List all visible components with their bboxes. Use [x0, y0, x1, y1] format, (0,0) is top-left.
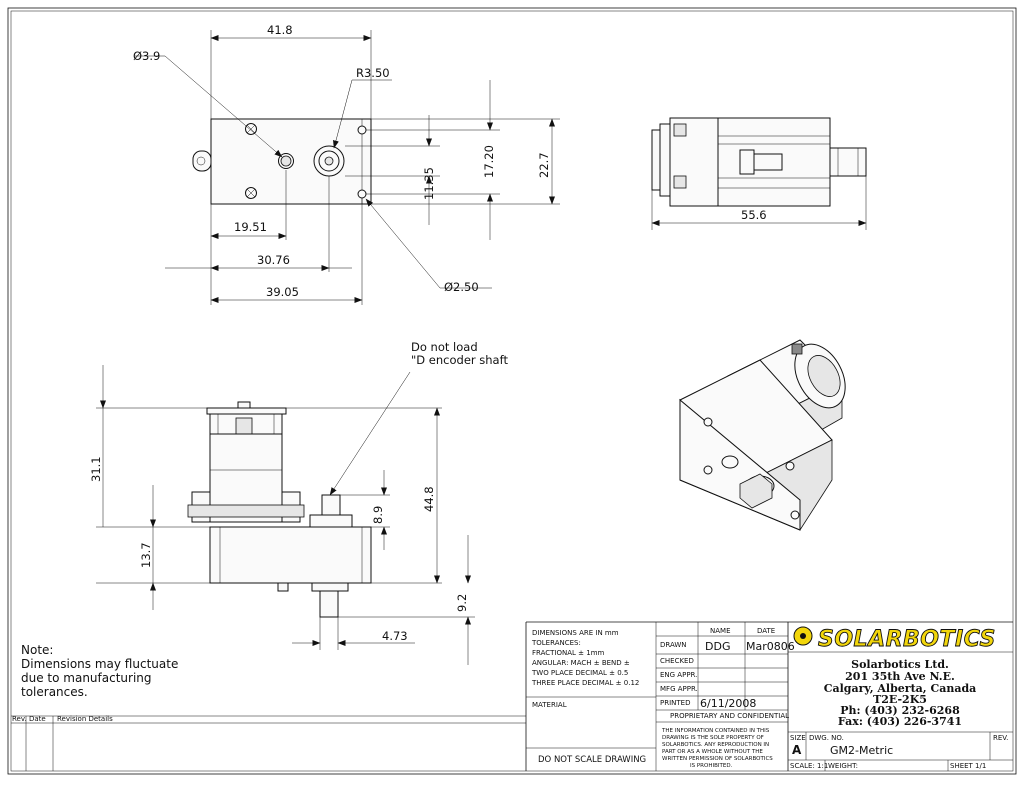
front-view	[187, 401, 372, 618]
top-view	[192, 118, 372, 205]
tol-2: TOLERANCES:	[531, 639, 581, 647]
isometric-view	[679, 339, 846, 531]
dim-44-8: 44.8	[422, 486, 436, 512]
tol-5: TWO PLACE DECIMAL ± 0.5	[531, 669, 628, 677]
drawn-label: DRAWN	[660, 641, 687, 649]
dim-9-2: 9.2	[455, 594, 469, 612]
tol-6: THREE PLACE DECIMAL ± 0.12	[531, 679, 639, 687]
solarbotics-logo: SOLARBOTICS	[793, 626, 996, 652]
dim-8-9: 8.9	[371, 506, 385, 524]
tol-4: ANGULAR: MACH ± BEND ±	[532, 659, 630, 667]
dim-13-7: 13.7	[139, 542, 153, 568]
rev-header: Rev.	[12, 715, 27, 723]
note-line-2: Dimensions may fluctuate	[21, 657, 178, 671]
dim-41-8: 41.8	[267, 23, 293, 37]
dim-30-76: 30.76	[257, 253, 290, 267]
dwg-no-label: DWG. NO.	[809, 734, 844, 742]
proprietary-label: PROPRIETARY AND CONFIDENTIAL	[670, 712, 789, 720]
front-view-dimensions: 31.1 13.7 8.9 44.8 9.2 4.73 Do not load …	[89, 340, 508, 665]
no-scale-label: DO NOT SCALE DRAWING	[538, 755, 646, 765]
legal-6: IS PROHIBITED.	[690, 763, 733, 769]
company-address: 201 35th Ave N.E.	[845, 670, 955, 683]
dim-small-hole: Ø2.50	[444, 280, 479, 294]
mfg-appr-label: MFG APPR.	[660, 685, 698, 693]
dim-11-35: 11.35	[422, 167, 436, 200]
scale-label: SCALE: 1:1	[790, 762, 828, 770]
side-view-dimensions: 55.6	[651, 176, 867, 230]
company-postal: T2E-2K5	[873, 693, 927, 706]
company-name: Solarbotics Ltd.	[851, 658, 949, 671]
legal-3: SOLARBOTICS. ANY REPRODUCTION IN	[662, 742, 769, 748]
eng-appr-label: ENG APPR.	[660, 671, 697, 679]
callout-line-1: Do not load	[411, 340, 478, 354]
tol-3: FRACTIONAL ± 1mm	[532, 649, 605, 657]
company-phone: Ph: (403) 232-6268	[840, 704, 960, 717]
date-col-header: DATE	[757, 627, 775, 635]
rev-label: REV.	[993, 734, 1008, 742]
title-block: DIMENSIONS ARE IN mm TOLERANCES: FRACTIO…	[525, 621, 1013, 771]
printed-date: 6/11/2008	[700, 697, 756, 710]
legal-1: THE INFORMATION CONTAINED IN THIS	[661, 728, 770, 734]
date-header: Date	[29, 715, 46, 723]
company-fax: Fax: (403) 226-3741	[838, 715, 962, 728]
note-line-1: Note:	[21, 643, 53, 657]
tol-1: DIMENSIONS ARE IN mm	[532, 629, 619, 637]
size-label: SIZE	[790, 734, 806, 742]
logo-text: SOLARBOTICS	[818, 627, 996, 652]
note-line-3: due to manufacturing	[21, 671, 152, 685]
top-view-dimensions: 41.8 Ø3.9 R3.50 19.51 30.76 39.05 Ø2.50 …	[133, 23, 560, 305]
drawn-date: Mar0806	[746, 640, 795, 653]
dim-hole-dia: Ø3.9	[133, 49, 160, 63]
company-city: Calgary, Alberta, Canada	[824, 682, 977, 695]
size-value: A	[792, 743, 802, 757]
name-header: NAME	[710, 627, 731, 635]
printed-label: PRINTED	[660, 699, 690, 707]
note: Note: Dimensions may fluctuate due to ma…	[21, 643, 178, 699]
dim-17-20: 17.20	[482, 145, 496, 178]
dim-radius: R3.50	[356, 66, 390, 80]
note-line-4: tolerances.	[21, 685, 88, 699]
dim-19-51: 19.51	[234, 220, 267, 234]
legal-5: WRITTEN PERMISSION OF SOLARBOTICS	[662, 756, 773, 762]
legal-4: PART OR AS A WHOLE WITHOUT THE	[662, 749, 763, 755]
dim-4-73: 4.73	[382, 629, 408, 643]
dwg-no-value: GM2-Metric	[830, 744, 893, 757]
dim-22-7: 22.7	[537, 152, 551, 178]
weight-label: WEIGHT:	[828, 762, 858, 770]
legal-2: DRAWING IS THE SOLE PROPERTY OF	[662, 735, 764, 741]
outer-border	[7, 7, 1017, 775]
side-view	[651, 117, 867, 207]
inner-border	[10, 10, 1014, 772]
details-header: Revision Details	[57, 715, 113, 723]
drawn-name: DDG	[705, 640, 730, 653]
revision-table: Rev. Date Revision Details	[11, 715, 526, 771]
dim-55-6: 55.6	[741, 208, 767, 222]
sheet-label: SHEET 1/1	[950, 762, 986, 770]
callout-line-2: "D encoder shaft	[411, 353, 508, 367]
dim-39-05: 39.05	[266, 285, 299, 299]
material-label: MATERIAL	[532, 701, 567, 709]
checked-label: CHECKED	[660, 657, 694, 665]
dim-31-1: 31.1	[89, 456, 103, 482]
